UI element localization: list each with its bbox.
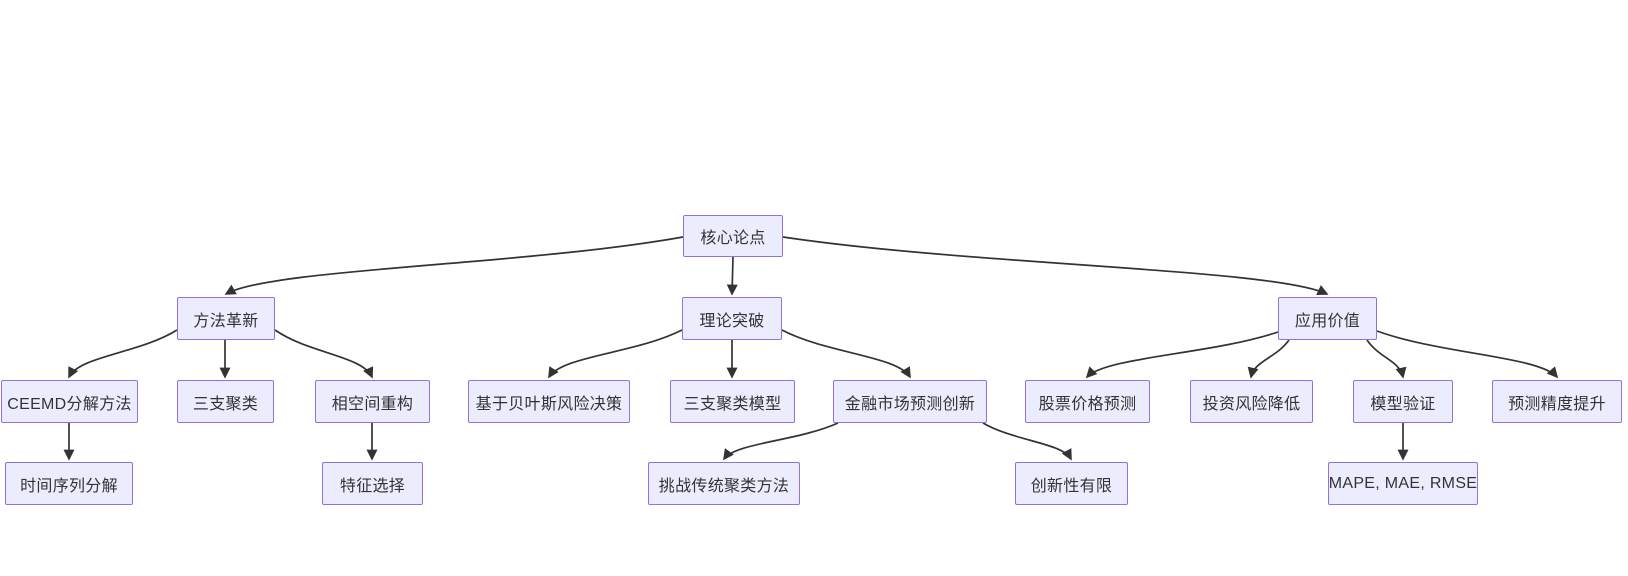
node-risk: 投资风险降低 [1190,380,1313,423]
edge-method-phase [274,329,374,379]
edge-finance-challenge [723,422,839,461]
node-threeway: 三支聚类 [177,380,274,423]
edge-core-value [782,236,1329,296]
node-stock: 股票价格预测 [1025,380,1150,423]
node-accuracy: 预测精度提升 [1492,380,1622,423]
edge-group [63,236,1559,461]
node-challenge: 挑战传统聚类方法 [648,462,800,505]
edge-core-theory [726,256,738,296]
edge-method-ceemd [68,329,178,379]
node-validate: 模型验证 [1353,380,1453,423]
edge-theory-bayes [548,329,683,379]
node-phase: 相空间重构 [315,380,430,423]
node-core: 核心论点 [683,215,783,257]
edge-finance-limited [982,422,1072,461]
node-bayes: 基于贝叶斯风险决策 [468,380,630,423]
edge-value-validate [1366,339,1407,379]
edge-value-risk [1247,339,1290,379]
node-metrics: MAPE, MAE, RMSE [1328,462,1478,505]
edge-theory-finance [781,329,911,379]
edge-core-method [224,236,684,295]
node-twcmodel: 三支聚类模型 [670,380,795,423]
node-value: 应用价值 [1278,297,1377,340]
node-finance: 金融市场预测创新 [833,380,987,423]
node-method: 方法革新 [177,297,275,340]
node-limited: 创新性有限 [1015,462,1128,505]
node-feature: 特征选择 [322,462,423,505]
edge-value-stock [1085,331,1279,379]
node-decomp: 时间序列分解 [5,462,133,505]
edge-value-accuracy [1376,330,1559,379]
node-theory: 理论突破 [682,297,782,340]
node-ceemd: CEEMD分解方法 [1,380,138,423]
